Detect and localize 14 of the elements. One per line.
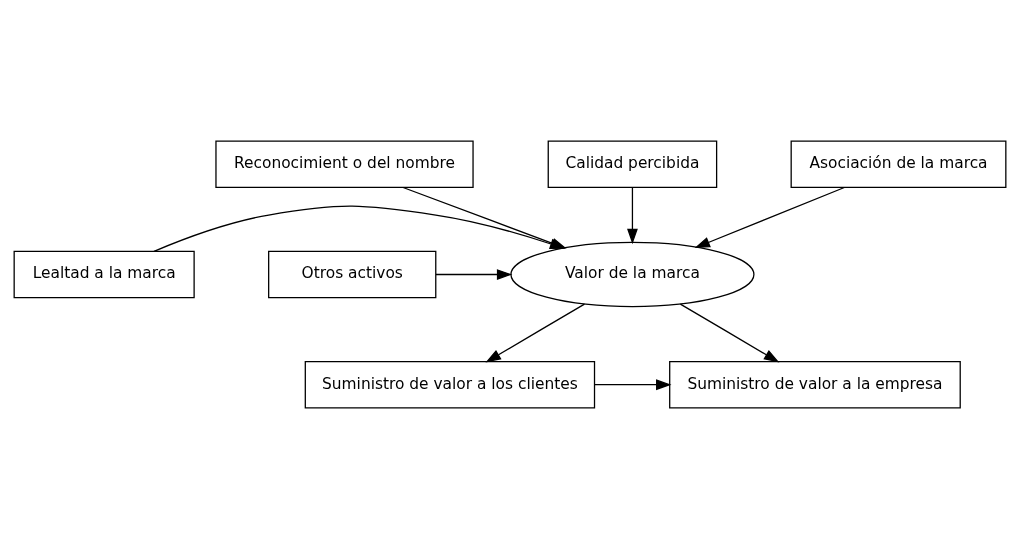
node-box: Calidad percibida — [547, 140, 718, 189]
arrow — [679, 303, 780, 363]
arrow — [485, 303, 586, 363]
node-box: Suministro de valor a los clientes — [304, 360, 596, 409]
node-ellipse: Valor de la marca — [510, 241, 755, 308]
node-box: Suministro de valor a la empresa — [669, 360, 961, 409]
arrow — [594, 379, 672, 391]
node-box: Asociación de la marca — [790, 140, 1007, 189]
node-box: Lealtad a la marca — [13, 250, 195, 299]
arrow — [694, 186, 845, 249]
node-box: Otros activos — [268, 250, 437, 299]
arrow — [435, 269, 513, 280]
arrow — [627, 187, 638, 245]
node-box: Reconocimient o del nombre — [215, 140, 474, 189]
